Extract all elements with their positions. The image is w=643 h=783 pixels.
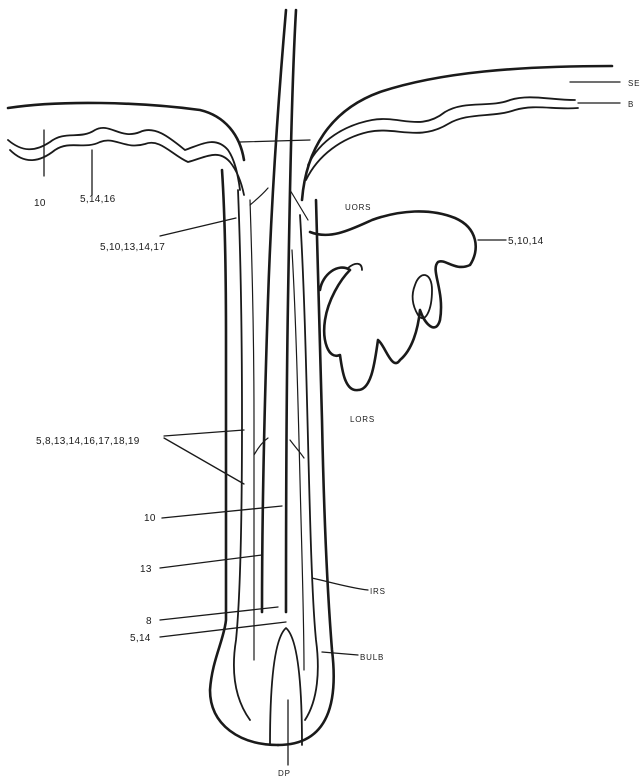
sheath-tie-lower-right <box>290 440 304 458</box>
label-bulb: BULB <box>360 653 384 662</box>
label-lors: LORS <box>350 415 375 424</box>
leader-ors-lower-a <box>164 430 244 436</box>
leader-irs <box>312 578 368 590</box>
label-epidermis-left: 10 <box>34 198 46 209</box>
label-cuticle: 13 <box>140 564 152 575</box>
dermal-papilla <box>270 628 302 745</box>
sheath-tie-lower-left <box>254 438 268 455</box>
leader-medulla-a <box>160 607 278 620</box>
label-irs: IRS <box>370 587 386 596</box>
epidermis-right <box>302 66 612 200</box>
sheath-tie-upper-left <box>250 188 268 205</box>
label-dermal-papilla: DP <box>278 769 291 778</box>
label-ors-lower: 5,8,13,14,16,17,18,19 <box>36 436 140 447</box>
label-se: SE <box>628 79 640 88</box>
label-uors: UORS <box>345 203 371 212</box>
leader-ors-lower-b <box>164 438 244 484</box>
label-b: B <box>628 100 634 109</box>
hair-shaft <box>262 10 296 612</box>
label-medulla-b: 5,14 <box>130 633 151 644</box>
leader-bulb <box>322 652 358 655</box>
sebaceous-gland <box>310 211 476 390</box>
sheath-tie-upper-right <box>290 190 308 220</box>
label-medulla-a: 8 <box>146 616 152 627</box>
outer-root-sheath-left <box>210 170 278 745</box>
label-cortex: 10 <box>144 513 156 524</box>
leader-cuticle <box>160 555 262 568</box>
label-basal-left: 5,14,16 <box>80 194 116 205</box>
label-ors-upper: 5,10,13,14,17 <box>100 242 165 253</box>
label-sebaceous-gland: 5,10,14 <box>508 236 544 247</box>
